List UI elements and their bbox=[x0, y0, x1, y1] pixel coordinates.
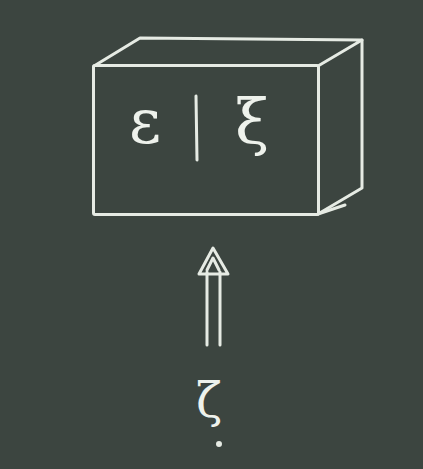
arrow-head bbox=[199, 248, 228, 274]
chalk-symbol: ε bbox=[129, 91, 161, 153]
black-box: εξ bbox=[92, 64, 320, 216]
box-top-edge bbox=[94, 38, 362, 66]
box-bottom-edge bbox=[318, 205, 345, 214]
separator-line bbox=[196, 96, 197, 160]
chalk-symbol: ξ bbox=[235, 91, 269, 153]
arrow-shaft bbox=[207, 272, 220, 345]
arrow-head-inner bbox=[207, 258, 219, 270]
chalk-dot bbox=[218, 443, 221, 446]
box-side-edge bbox=[318, 40, 362, 214]
input-symbol: ζ bbox=[196, 376, 222, 424]
